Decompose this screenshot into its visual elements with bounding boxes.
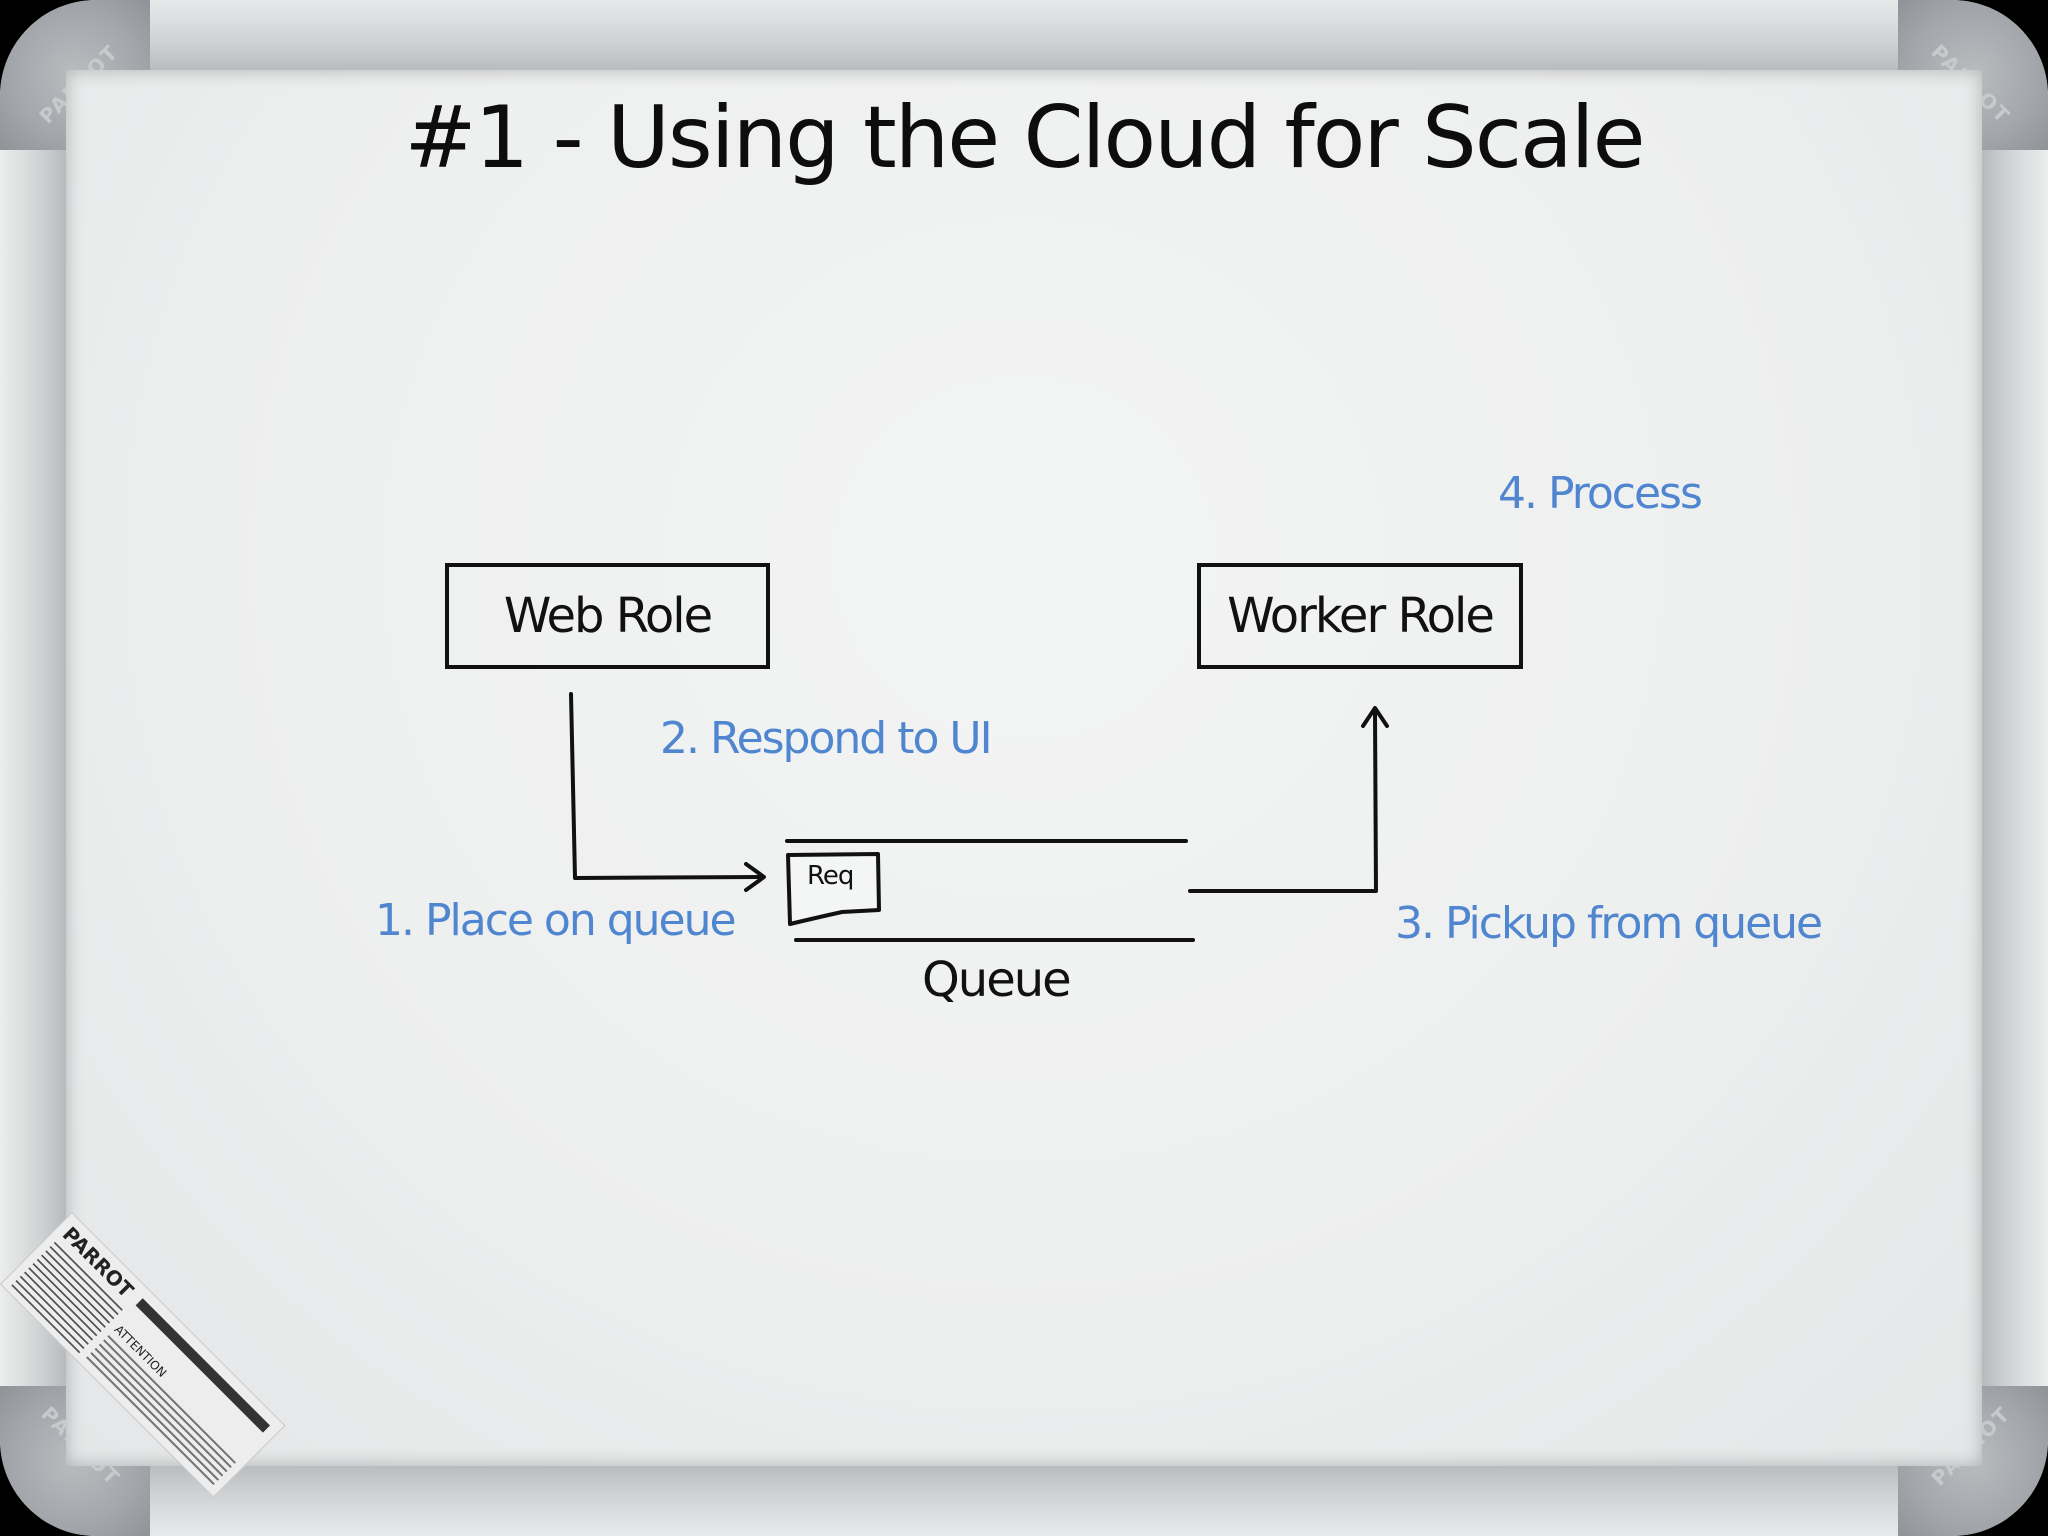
step-respond-to-ui: 2. Respond to UI [660,713,993,764]
web-to-queue-arrowhead [744,862,766,892]
queue-to-worker-arrow [1188,710,1378,893]
frame-bottom-rail [120,1466,1928,1536]
request-label: Req [807,861,854,891]
worker-role-box: Worker Role [1197,563,1523,669]
web-role-label: Web Role [503,588,713,644]
frame-top-rail [120,0,1928,70]
step-process: 4. Process [1498,468,1703,519]
queue-to-worker-arrowhead [1361,706,1389,728]
whiteboard-surface [66,70,1982,1466]
diagram-title: #1 - Using the Cloud for Scale [404,88,1646,188]
web-role-box: Web Role [445,563,770,669]
step-pickup-from-queue: 3. Pickup from queue [1395,898,1823,949]
worker-role-label: Worker Role [1227,588,1495,644]
queue-label: Queue [922,952,1072,1008]
frame-left-rail [0,120,66,1416]
request-document-icon [786,852,881,926]
frame-right-rail [1982,120,2048,1416]
step-place-on-queue: 1. Place on queue [375,895,737,946]
web-to-queue-arrow [569,692,764,880]
